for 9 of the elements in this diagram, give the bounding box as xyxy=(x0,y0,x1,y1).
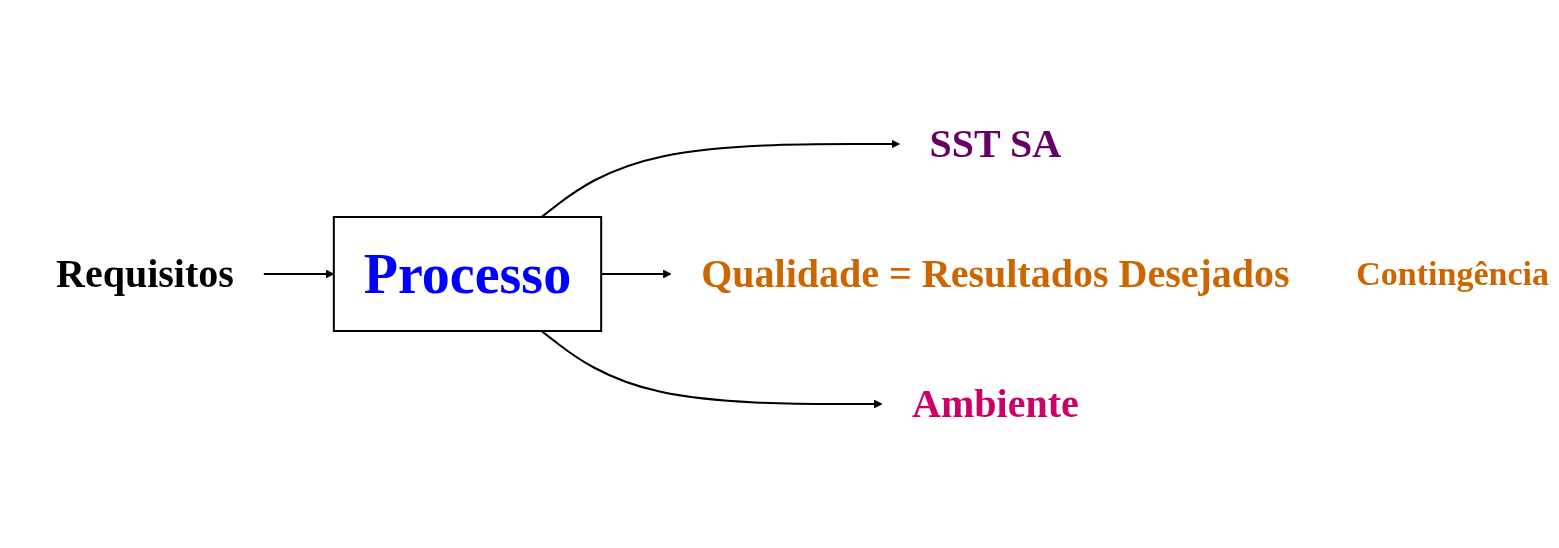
node-text: SST SA xyxy=(929,121,1062,166)
node-text: Qualidade = Resultados Desejados xyxy=(701,251,1290,296)
node-box: Processo xyxy=(333,216,603,332)
arrow xyxy=(263,269,335,279)
arrow xyxy=(540,139,901,218)
arrow xyxy=(540,330,883,409)
node-text: Requisitos xyxy=(56,251,235,296)
node-text: Ambiente xyxy=(912,381,1080,426)
annotation-text: Contingência xyxy=(1356,255,1549,293)
